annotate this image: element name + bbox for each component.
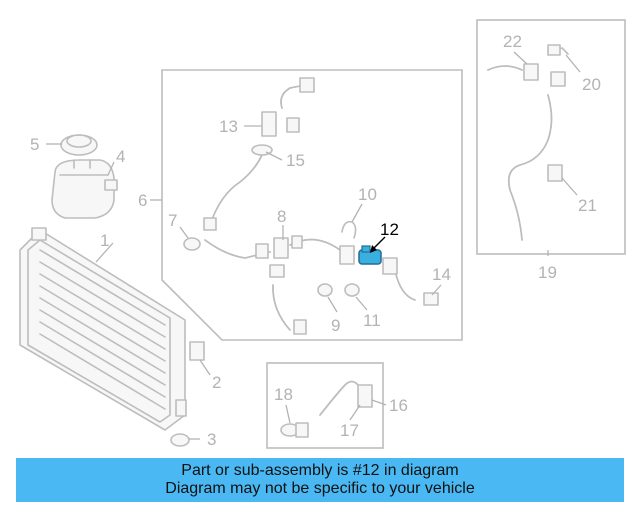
bracket-part-2 [189, 341, 205, 361]
callout-8: 8 [277, 207, 286, 226]
part-12-highlighted[interactable] [358, 245, 382, 265]
group-box-6 [161, 69, 463, 341]
callout-20: 20 [582, 75, 601, 94]
leader-12 [370, 236, 386, 253]
group-box-16 [266, 362, 384, 449]
callout-18: 18 [274, 385, 293, 404]
callout-22: 22 [503, 32, 522, 51]
callout-21: 21 [578, 196, 597, 215]
callout-15: 15 [286, 151, 305, 170]
callout-14: 14 [432, 265, 451, 284]
callout-2: 2 [212, 373, 221, 392]
callout-16: 16 [389, 396, 408, 415]
reservoir-cap [60, 134, 98, 156]
callout-11: 11 [363, 311, 381, 330]
hose-assembly-19 [487, 44, 569, 241]
banner-line-1: Part or sub-assembly is #12 in diagram [181, 462, 459, 479]
callout-10: 10 [358, 185, 377, 204]
callout-12: 12 [380, 220, 399, 239]
callout-17: 17 [340, 421, 359, 440]
callout-5: 5 [30, 135, 39, 154]
grommet-part-3 [170, 433, 190, 447]
callout-13: 13 [219, 117, 238, 136]
callout-6: 6 [138, 191, 147, 210]
hose-assembly-6 [183, 77, 439, 335]
group-box-19 [476, 19, 626, 255]
callout-4: 4 [116, 147, 125, 166]
callout-1: 1 [100, 231, 109, 250]
info-banner: Part or sub-assembly is #12 in diagram D… [16, 458, 624, 502]
callout-3: 3 [207, 430, 216, 449]
coolant-reservoir [51, 159, 118, 219]
callout-9: 9 [331, 316, 340, 335]
banner-line-2: Diagram may not be specific to your vehi… [165, 480, 475, 497]
hose-assembly-16 [280, 380, 373, 438]
leader-lines [46, 51, 581, 440]
radiator [19, 227, 187, 431]
callout-7: 7 [168, 211, 177, 230]
callout-19: 19 [538, 263, 557, 282]
